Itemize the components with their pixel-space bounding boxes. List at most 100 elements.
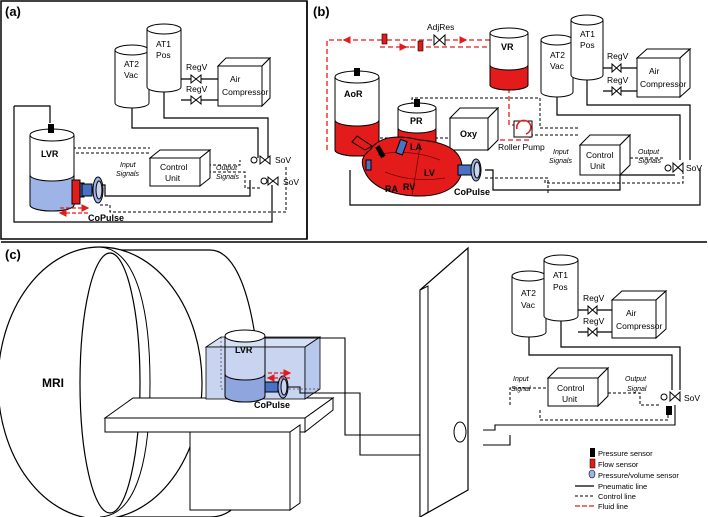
panel-b-regv-top: RegV (607, 51, 629, 61)
legend-pressure-sensor: Pressure sensor (598, 449, 653, 458)
panel-c-at1-label: AT1 (553, 270, 568, 280)
panel-c-regv-top: RegV (583, 293, 605, 303)
panel-a-copulse-label: CoPulse (88, 213, 124, 223)
panel-b-at2-tank (540, 34, 574, 98)
panel-b-output-label: Output (638, 149, 660, 156)
panel-a-at1-sub: Pos (156, 50, 171, 60)
panel-a: (a) AT2 Vac AT1 Pos Air Compressor RegV … (5, 4, 299, 223)
panel-a-sov-valve-top (250, 154, 271, 166)
panel-c-pneumatic-lines-right (528, 309, 681, 390)
panel-c-at1-sub: Pos (553, 282, 568, 292)
panel-b-at1-label: AT1 (580, 29, 595, 39)
panel-c-mri-table (103, 397, 335, 511)
panel-b-copulse-device (457, 158, 482, 182)
legend-fluid-line: Fluid line (598, 502, 628, 511)
panel-b-input-label: Input (553, 149, 570, 156)
panel-b-control-label: Control (586, 150, 614, 160)
panel-c-at1-tank (543, 254, 579, 322)
panel-b-output-signals: Signals (638, 158, 661, 165)
panel-b-aor-label: AoR (344, 89, 363, 99)
panel-c-pneumatic-lines (265, 337, 676, 456)
panel-c-copulse-label: CoPulse (254, 400, 290, 410)
panel-a-regv-valve-top (190, 73, 202, 85)
panel-c-faraday-wall (419, 246, 469, 517)
panel-c-sov-label: SoV (684, 393, 700, 403)
panel-a-label: (a) (5, 4, 21, 19)
panel-b-roller-pump-label: Roller Pump (498, 142, 545, 152)
panel-c-lvr-label: LVR (235, 345, 253, 355)
panel-a-regv-top: RegV (186, 62, 208, 72)
legend-pv-sensor-icon (588, 469, 596, 479)
panel-b-pneumatic-lines (349, 67, 701, 206)
panel-b-control-unit (578, 133, 632, 177)
panel-c-at2-sub: Vac (521, 300, 536, 310)
panel-c-output-signal: Signal (627, 386, 647, 393)
panel-c-compressor-label: Compressor (616, 321, 662, 331)
panel-b-la-label: LA (410, 142, 422, 152)
panel-a-compressor-label: Compressor (222, 87, 268, 97)
panel-a-input-label: Input (120, 162, 137, 169)
panel-a-sov-top-label: SoV (275, 155, 291, 165)
panel-a-output-signals: Signals (216, 174, 239, 181)
panel-a-output-label: Output (216, 165, 238, 172)
panel-b-compressor-label: Compressor (640, 79, 686, 89)
panel-b-sov-label: SoV (686, 163, 702, 173)
panel-b-regv-valve-bottom (611, 85, 622, 97)
legend-pv-sensor: Pressure/volume sensor (598, 471, 679, 480)
panel-c-sov-valve (660, 390, 681, 403)
panel-b-copulse-label: CoPulse (454, 187, 490, 197)
legend-pneumatic-line: Pneumatic line (598, 482, 647, 491)
panel-b-input-signals: Signals (549, 158, 572, 165)
panel-b-pr-label: PR (410, 116, 423, 126)
legend-flow-sensor: Flow sensor (598, 460, 639, 469)
panel-b-regv-valve-top (611, 62, 622, 74)
panel-b-sov-valve (664, 161, 684, 174)
legend-control-line: Control line (598, 492, 636, 501)
panel-b: (b) AdjRes VR (313, 4, 702, 206)
panel-c-input-label: Input (513, 376, 530, 383)
panel-c-mri-label: MRI (42, 376, 64, 390)
panel-b-rv-label: RV (403, 182, 415, 192)
panel-b-vr-tank (489, 27, 529, 91)
panel-b-flow-sensor-2 (417, 40, 424, 52)
panel-b-heart-model (351, 135, 463, 197)
panel-c-control-unit (546, 366, 610, 408)
panel-c-regv-valve-top (587, 304, 598, 316)
panel-a-control-label: Control (160, 162, 188, 172)
legend: Pressure sensor Flow sensor Pressure/vol… (575, 448, 679, 511)
panel-a-sov-bottom-label: SoV (283, 177, 299, 187)
legend-flow-sensor-icon (589, 458, 596, 469)
panel-c-output-label: Output (625, 376, 647, 383)
panel-c-pressure-sensor (666, 406, 672, 415)
panel-c-copulse-device (264, 375, 289, 399)
panel-b-adjres-valve (433, 33, 446, 47)
panel-a-regv-valve-bottom (190, 94, 202, 106)
panel-c: (c) MRI L (0, 246, 700, 517)
panel-b-oxy-label: Oxy (460, 129, 477, 139)
panel-b-vr-label: VR (501, 42, 514, 52)
panel-a-at1-label: AT1 (156, 39, 171, 49)
panel-a-lvr-label: LVR (41, 149, 59, 159)
panel-a-pneumatic-lines (13, 78, 273, 223)
panel-b-at1-sub: Pos (580, 40, 595, 50)
panel-c-air-label: Air (626, 308, 637, 318)
panel-c-input-signal: Signal (511, 386, 531, 393)
panel-a-at2-label: AT2 (124, 59, 139, 69)
panel-b-adjres-label: AdjRes (427, 22, 454, 32)
panel-c-at2-label: AT2 (521, 288, 536, 298)
panel-b-roller-pump (513, 119, 533, 138)
panel-a-input-signals: Signals (116, 171, 139, 178)
panel-c-air-compressor (610, 289, 668, 340)
panel-b-at2-sub: Vac (550, 61, 565, 71)
panel-a-control-unit (148, 148, 212, 188)
panel-a-lvr-tank (29, 124, 75, 212)
panel-b-regv-bottom: RegV (607, 75, 629, 85)
panel-c-unit-label: Unit (562, 394, 578, 404)
panel-b-label: (b) (313, 4, 330, 19)
panel-c-label: (c) (5, 247, 21, 262)
panel-b-at2-label: AT2 (550, 50, 565, 60)
panel-a-unit-label: Unit (165, 173, 181, 183)
panel-b-lv-label: LV (424, 168, 435, 178)
panel-b-flow-sensor-1 (381, 33, 388, 45)
